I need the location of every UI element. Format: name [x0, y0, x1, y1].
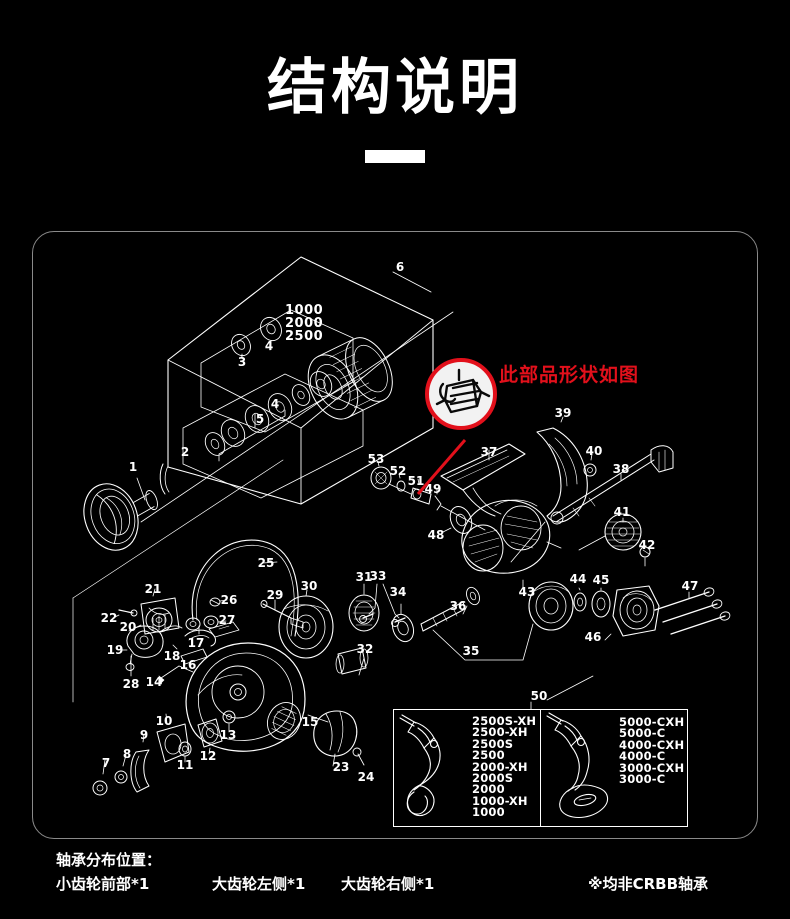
part-number-44: 44	[569, 572, 587, 586]
model-item: 4000-CXH	[619, 737, 685, 752]
part-number-33: 33	[369, 569, 387, 583]
handle-box-large: 5000-CXH 5000-C 4000-CXH 4000-C 3000-CXH…	[541, 710, 687, 826]
bearing-section-title: 轴承分布位置：	[56, 851, 162, 869]
part-number-41: 41	[613, 505, 631, 519]
part-number-36: 36	[449, 599, 467, 613]
part-number-1: 1	[128, 460, 138, 474]
part-number-48: 48	[427, 528, 445, 542]
model-list-large: 5000-CXH 5000-C 4000-CXH 4000-C 3000-CXH…	[619, 710, 684, 785]
part-number-37: 37	[480, 445, 498, 459]
model-item: 1000	[472, 805, 505, 820]
model-item: 3000-CXH	[619, 760, 685, 775]
callout-text: 此部品形状如图	[499, 364, 640, 386]
part-number-16: 16	[179, 658, 197, 672]
part-number-38: 38	[612, 462, 630, 476]
part-number-18: 18	[163, 649, 181, 663]
part-number-20: 20	[119, 620, 137, 634]
model-item: 2500S	[472, 736, 514, 751]
part-number-17: 17	[187, 636, 205, 650]
model-item: 5000-CXH	[619, 715, 685, 729]
part-number-12: 12	[199, 749, 217, 763]
model-item: 5000-C	[619, 726, 666, 741]
schematic-drawing	[72, 256, 731, 796]
part-number-8: 8	[122, 747, 132, 761]
model-item: 2500-XH	[472, 725, 528, 740]
model-item: 1000-XH	[472, 793, 528, 808]
part-number-39: 39	[554, 406, 572, 420]
part-number-26: 26	[220, 593, 238, 607]
page-title: 结构说明	[267, 53, 523, 123]
bearing-item-1: 大齿轮左侧*1	[212, 875, 306, 893]
model-item: 2500S-XH	[472, 714, 537, 728]
part-number-4: 4	[270, 397, 280, 411]
spool-size-2000: 2000	[285, 316, 324, 331]
model-item: 4000-C	[619, 749, 666, 764]
part-number-13: 13	[219, 728, 237, 742]
part-number-19: 19	[106, 643, 124, 657]
part-number-14: 14	[145, 675, 163, 689]
part-number-50: 50	[530, 689, 548, 703]
part-number-30: 30	[300, 579, 318, 593]
part-number-31: 31	[355, 570, 373, 584]
part-number-34: 34	[389, 585, 407, 599]
part-detail-icon	[435, 368, 491, 414]
part-number-53: 53	[367, 452, 385, 466]
title-underline	[365, 150, 425, 163]
model-item: 3000-C	[619, 772, 666, 787]
handle-model-boxes: 2500S-XH 2500-XH 2500S 2500 2000-XH 2000…	[393, 709, 688, 827]
part-number-6: 6	[395, 260, 405, 274]
footer-notes: 轴承分布位置： 小齿轮前部*1 大齿轮左侧*1 大齿轮右侧*1 ※均非CRBB轴…	[0, 845, 790, 919]
part-number-21: 21	[144, 582, 162, 596]
bearing-item-2: 大齿轮右侧*1	[341, 875, 435, 893]
spool-size-2500: 2500	[285, 329, 324, 344]
part-number-10: 10	[155, 714, 173, 728]
model-item: 2500	[472, 748, 505, 763]
header: 结构说明	[0, 0, 790, 210]
part-number-42: 42	[638, 538, 656, 552]
part-number-4: 4	[264, 339, 274, 353]
handle-box-small: 2500S-XH 2500-XH 2500S 2500 2000-XH 2000…	[394, 710, 541, 826]
part-number-11: 11	[176, 758, 194, 772]
part-number-24: 24	[357, 770, 375, 784]
part-number-40: 40	[585, 444, 603, 458]
magnifier-icon	[425, 358, 497, 430]
part-number-49: 49	[424, 482, 442, 496]
part-number-45: 45	[592, 573, 610, 587]
spool-size-list: 1000 2000 2500	[285, 304, 323, 343]
part-number-35: 35	[462, 644, 480, 658]
spool-size-1000: 1000	[285, 303, 324, 318]
part-number-22: 22	[100, 611, 118, 625]
bearing-note: ※均非CRBB轴承	[588, 875, 709, 893]
part-number-28: 28	[122, 677, 140, 691]
part-number-3: 3	[237, 355, 247, 369]
bearing-item-0: 小齿轮前部*1	[56, 875, 150, 893]
reel-handle-flat-knob-icon	[541, 710, 619, 826]
part-number-32: 32	[356, 642, 374, 656]
part-number-7: 7	[101, 756, 111, 770]
part-number-15: 15	[301, 715, 319, 729]
part-number-2: 2	[180, 445, 190, 459]
part-number-43: 43	[518, 585, 536, 599]
model-item: 2000S	[472, 771, 514, 786]
model-list-small: 2500S-XH 2500-XH 2500S 2500 2000-XH 2000…	[472, 710, 536, 819]
part-number-27: 27	[218, 613, 236, 627]
part-number-23: 23	[332, 760, 350, 774]
part-number-9: 9	[139, 728, 149, 742]
part-number-29: 29	[266, 588, 284, 602]
part-number-52: 52	[389, 464, 407, 478]
part-number-25: 25	[257, 556, 275, 570]
part-number-46: 46	[584, 630, 602, 644]
model-item: 2000	[472, 782, 505, 797]
part-number-5: 5	[255, 412, 265, 426]
reel-handle-round-knob-icon	[394, 710, 472, 826]
part-number-51: 51	[407, 474, 425, 488]
model-item: 2000-XH	[472, 759, 528, 774]
part-number-47: 47	[681, 579, 699, 593]
